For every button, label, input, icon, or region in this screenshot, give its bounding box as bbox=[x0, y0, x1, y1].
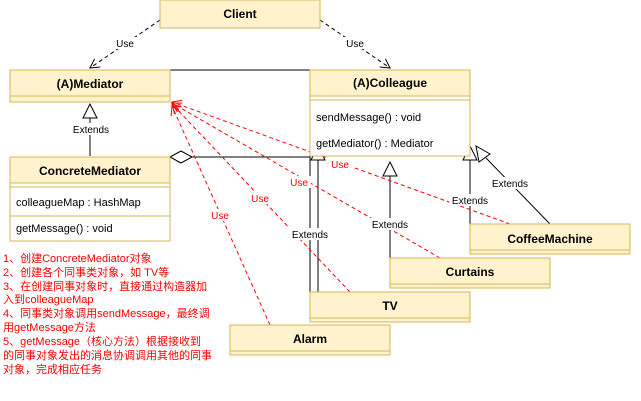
edge-concretemediator-aggregates-colleagues bbox=[192, 156, 311, 293]
class-mediator[interactable]: (A)Mediator bbox=[9, 69, 171, 103]
note-line-5: 4、同事类对象调用sendMessage，最终调 bbox=[3, 306, 210, 320]
colleague-method-sendmessage: sendMessage() : void bbox=[316, 112, 421, 124]
aggregation-diamond bbox=[168, 150, 194, 164]
class-tv-title: TV bbox=[382, 299, 397, 313]
class-client[interactable]: Client bbox=[159, 0, 321, 29]
class-curtains-title: Curtains bbox=[446, 265, 495, 279]
inheritance-triangle-mediator bbox=[82, 102, 98, 119]
colleague-method-getmediator: getMediator() : Mediator bbox=[316, 138, 434, 150]
note-line-7: 5、getMessage（核心方法）根据接收到 bbox=[3, 334, 201, 348]
label-extends-tv: Extends bbox=[292, 230, 328, 241]
note-line-1: 1、创建ConcreteMediator对象 bbox=[3, 251, 152, 265]
concrete-mediator-field-colleaguemap: colleagueMap : HashMap bbox=[16, 197, 141, 209]
class-alarm[interactable]: Alarm bbox=[229, 324, 391, 356]
label-use-curtains: Use bbox=[290, 178, 308, 189]
label-use-client-mediator: Use bbox=[116, 39, 134, 50]
concrete-mediator-method-getmessage: getMessage() : void bbox=[16, 223, 113, 235]
class-concrete-mediator[interactable]: ConcreteMediator colleagueMap : HashMap … bbox=[9, 156, 171, 242]
label-use-tv: Use bbox=[251, 194, 269, 205]
label-extends-curtains: Extends bbox=[372, 220, 408, 231]
class-concrete-mediator-title: ConcreteMediator bbox=[39, 164, 141, 178]
inheritance-triangle-curtains bbox=[382, 160, 398, 177]
class-alarm-title: Alarm bbox=[293, 332, 327, 346]
edge-coffeemachine-extends-colleague-b bbox=[485, 157, 551, 225]
note-line-4: 入到colleagueMap bbox=[3, 293, 94, 306]
class-colleague[interactable]: (A)Colleague sendMessage() : void getMed… bbox=[309, 69, 471, 157]
label-extends-coffeemachine-b: Extends bbox=[492, 179, 528, 190]
class-coffee-machine-title: CoffeeMachine bbox=[507, 232, 593, 246]
note-line-3: 3、在创建同事对象时，直接通过构造器加 bbox=[3, 279, 207, 293]
inheritance-triangle-coffeemachine-b bbox=[475, 145, 491, 163]
class-coffee-machine[interactable]: CoffeeMachine bbox=[469, 223, 631, 255]
class-mediator-title: (A)Mediator bbox=[57, 77, 124, 91]
class-tv[interactable]: TV bbox=[309, 291, 471, 323]
label-use-alarm: Use bbox=[211, 211, 229, 222]
edge-labels: Use Use Extends Extends Extends Extends … bbox=[70, 37, 531, 241]
note-line-2: 2、创建各个同事类对象，如 TV等 bbox=[3, 265, 169, 279]
label-use-client-colleague: Use bbox=[346, 39, 364, 50]
annotation-note: 1、创建ConcreteMediator对象 2、创建各个同事类对象，如 TV等… bbox=[3, 251, 212, 376]
class-client-title: Client bbox=[223, 7, 256, 21]
class-colleague-title: (A)Colleague bbox=[353, 76, 427, 90]
note-line-8: 的同事对象发出的消息协调调用其他的同事 bbox=[3, 348, 212, 362]
note-line-9: 对象，完成相应任务 bbox=[3, 362, 102, 376]
label-use-coffeemachine: Use bbox=[331, 160, 349, 171]
note-line-6: 用getMessage方法 bbox=[3, 320, 96, 334]
label-extends-concrete-mediator: Extends bbox=[73, 125, 109, 136]
label-extends-coffeemachine-a: Extends bbox=[452, 196, 488, 207]
class-curtains[interactable]: Curtains bbox=[389, 257, 551, 289]
